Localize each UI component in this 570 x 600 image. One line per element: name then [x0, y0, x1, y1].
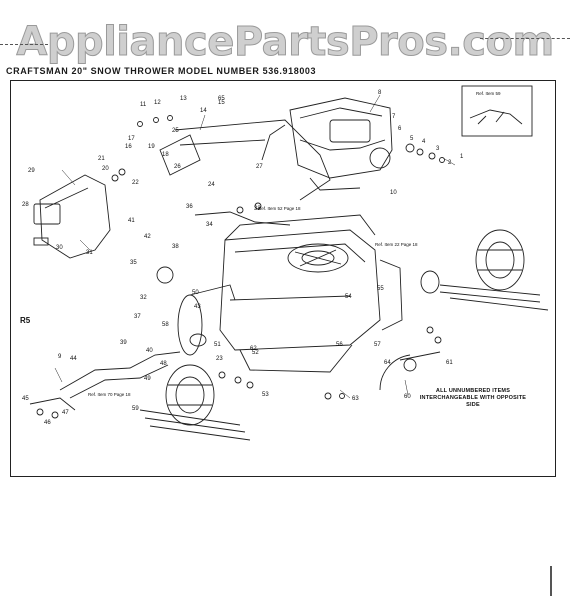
ref-top-label: Ref. Item 52 Page 18	[258, 206, 301, 211]
impeller	[287, 243, 349, 273]
callout: 15	[218, 100, 225, 106]
margin-mark	[550, 566, 552, 596]
callout: 7	[392, 114, 396, 120]
callout: 49	[144, 376, 151, 382]
callout: 59	[132, 406, 139, 412]
callout: 24	[208, 182, 215, 188]
dashed-rule-left	[0, 44, 48, 45]
callout: 29	[28, 168, 35, 174]
callout: 8	[378, 90, 382, 96]
callout: 36	[186, 204, 193, 210]
callout: 23	[216, 356, 223, 362]
engine	[261, 97, 393, 191]
callout: 65	[218, 96, 225, 102]
watermark: AppliancePartsPros.com	[16, 19, 555, 66]
callout: 25	[172, 128, 179, 134]
callout: 32	[140, 295, 147, 301]
interchangeable-note: ALL UNNUMBERED ITEMS INTERCHANGEABLE WIT…	[419, 388, 527, 408]
callout: 58	[162, 322, 169, 328]
callout: 31	[86, 250, 93, 256]
callout: 33	[254, 206, 261, 212]
callout: 47	[62, 410, 69, 416]
hardware	[36, 115, 445, 419]
callout: 4	[422, 139, 426, 145]
drive-belt	[156, 266, 236, 356]
inset-detail	[461, 85, 533, 137]
callout: 48	[160, 361, 167, 367]
callout: 21	[98, 156, 105, 162]
callout: 62	[250, 346, 257, 352]
callout-numbers: 1 2 3 4 5 6 7 8 9 10 11 12 13 14 15 16 1…	[22, 90, 464, 426]
callout: 41	[128, 218, 135, 224]
callout: 60	[404, 394, 411, 400]
ref-right-label: Ref. Item 22 Page 18	[375, 242, 418, 247]
callout: 5	[410, 136, 414, 142]
callout: 52	[252, 350, 259, 356]
right-wheel	[420, 229, 549, 311]
callout: 53	[262, 392, 269, 398]
side-label: R5	[20, 316, 31, 325]
callout: 27	[256, 164, 263, 170]
callout: 17	[128, 136, 135, 142]
callout: 6	[398, 126, 402, 132]
leader-lines	[54, 94, 456, 399]
callout: 44	[70, 356, 77, 362]
callout: 30	[56, 245, 63, 251]
callout: 10	[390, 190, 397, 196]
left-wheel	[139, 364, 251, 441]
callout: 22	[132, 180, 139, 186]
callout: 13	[180, 96, 187, 102]
callout: 54	[345, 294, 352, 300]
diagram-title: CRAFTSMAN 20" SNOW THROWER MODEL NUMBER …	[6, 66, 317, 76]
callout: 2	[448, 160, 452, 166]
callout: 16	[125, 144, 132, 150]
main-chassis	[219, 214, 403, 373]
dashed-rule-right	[480, 38, 570, 39]
callout: 11	[140, 102, 147, 108]
friction-wheel	[379, 351, 441, 391]
ref-inset-label: Ref. Item 59	[476, 91, 501, 96]
callout: 14	[200, 108, 207, 114]
callout: 20	[102, 166, 109, 172]
callout: 50	[192, 290, 199, 296]
control-rod	[194, 211, 291, 226]
ref-left-label: Ref. Item 70 Page 18	[88, 392, 131, 397]
callout: 51	[214, 342, 221, 348]
callout: 42	[144, 234, 151, 240]
callout: 18	[162, 152, 169, 158]
callout: 19	[148, 144, 155, 150]
callout: 63	[352, 396, 359, 402]
callout: 28	[22, 202, 29, 208]
callout: 46	[44, 420, 51, 426]
callout: 40	[146, 348, 153, 354]
callout: 38	[172, 244, 179, 250]
callout: 61	[446, 360, 453, 366]
shift-lever	[29, 351, 181, 411]
callout: 43	[194, 304, 201, 310]
callout: 26	[174, 164, 181, 170]
callout: 3	[436, 146, 440, 152]
callout: 64	[384, 360, 391, 366]
callout: 55	[377, 286, 384, 292]
diagram-frame	[10, 80, 556, 477]
callout: 1	[460, 154, 464, 160]
auger-cover	[33, 174, 111, 259]
upper-frame	[159, 119, 331, 201]
callout: 35	[130, 260, 137, 266]
callout: 34	[206, 222, 213, 228]
callout: 39	[120, 340, 127, 346]
callout: 9	[58, 354, 62, 360]
callout: 45	[22, 396, 29, 402]
callout: 37	[134, 314, 141, 320]
callout: 57	[374, 342, 381, 348]
callout: 56	[336, 342, 343, 348]
callout: 12	[154, 100, 161, 106]
